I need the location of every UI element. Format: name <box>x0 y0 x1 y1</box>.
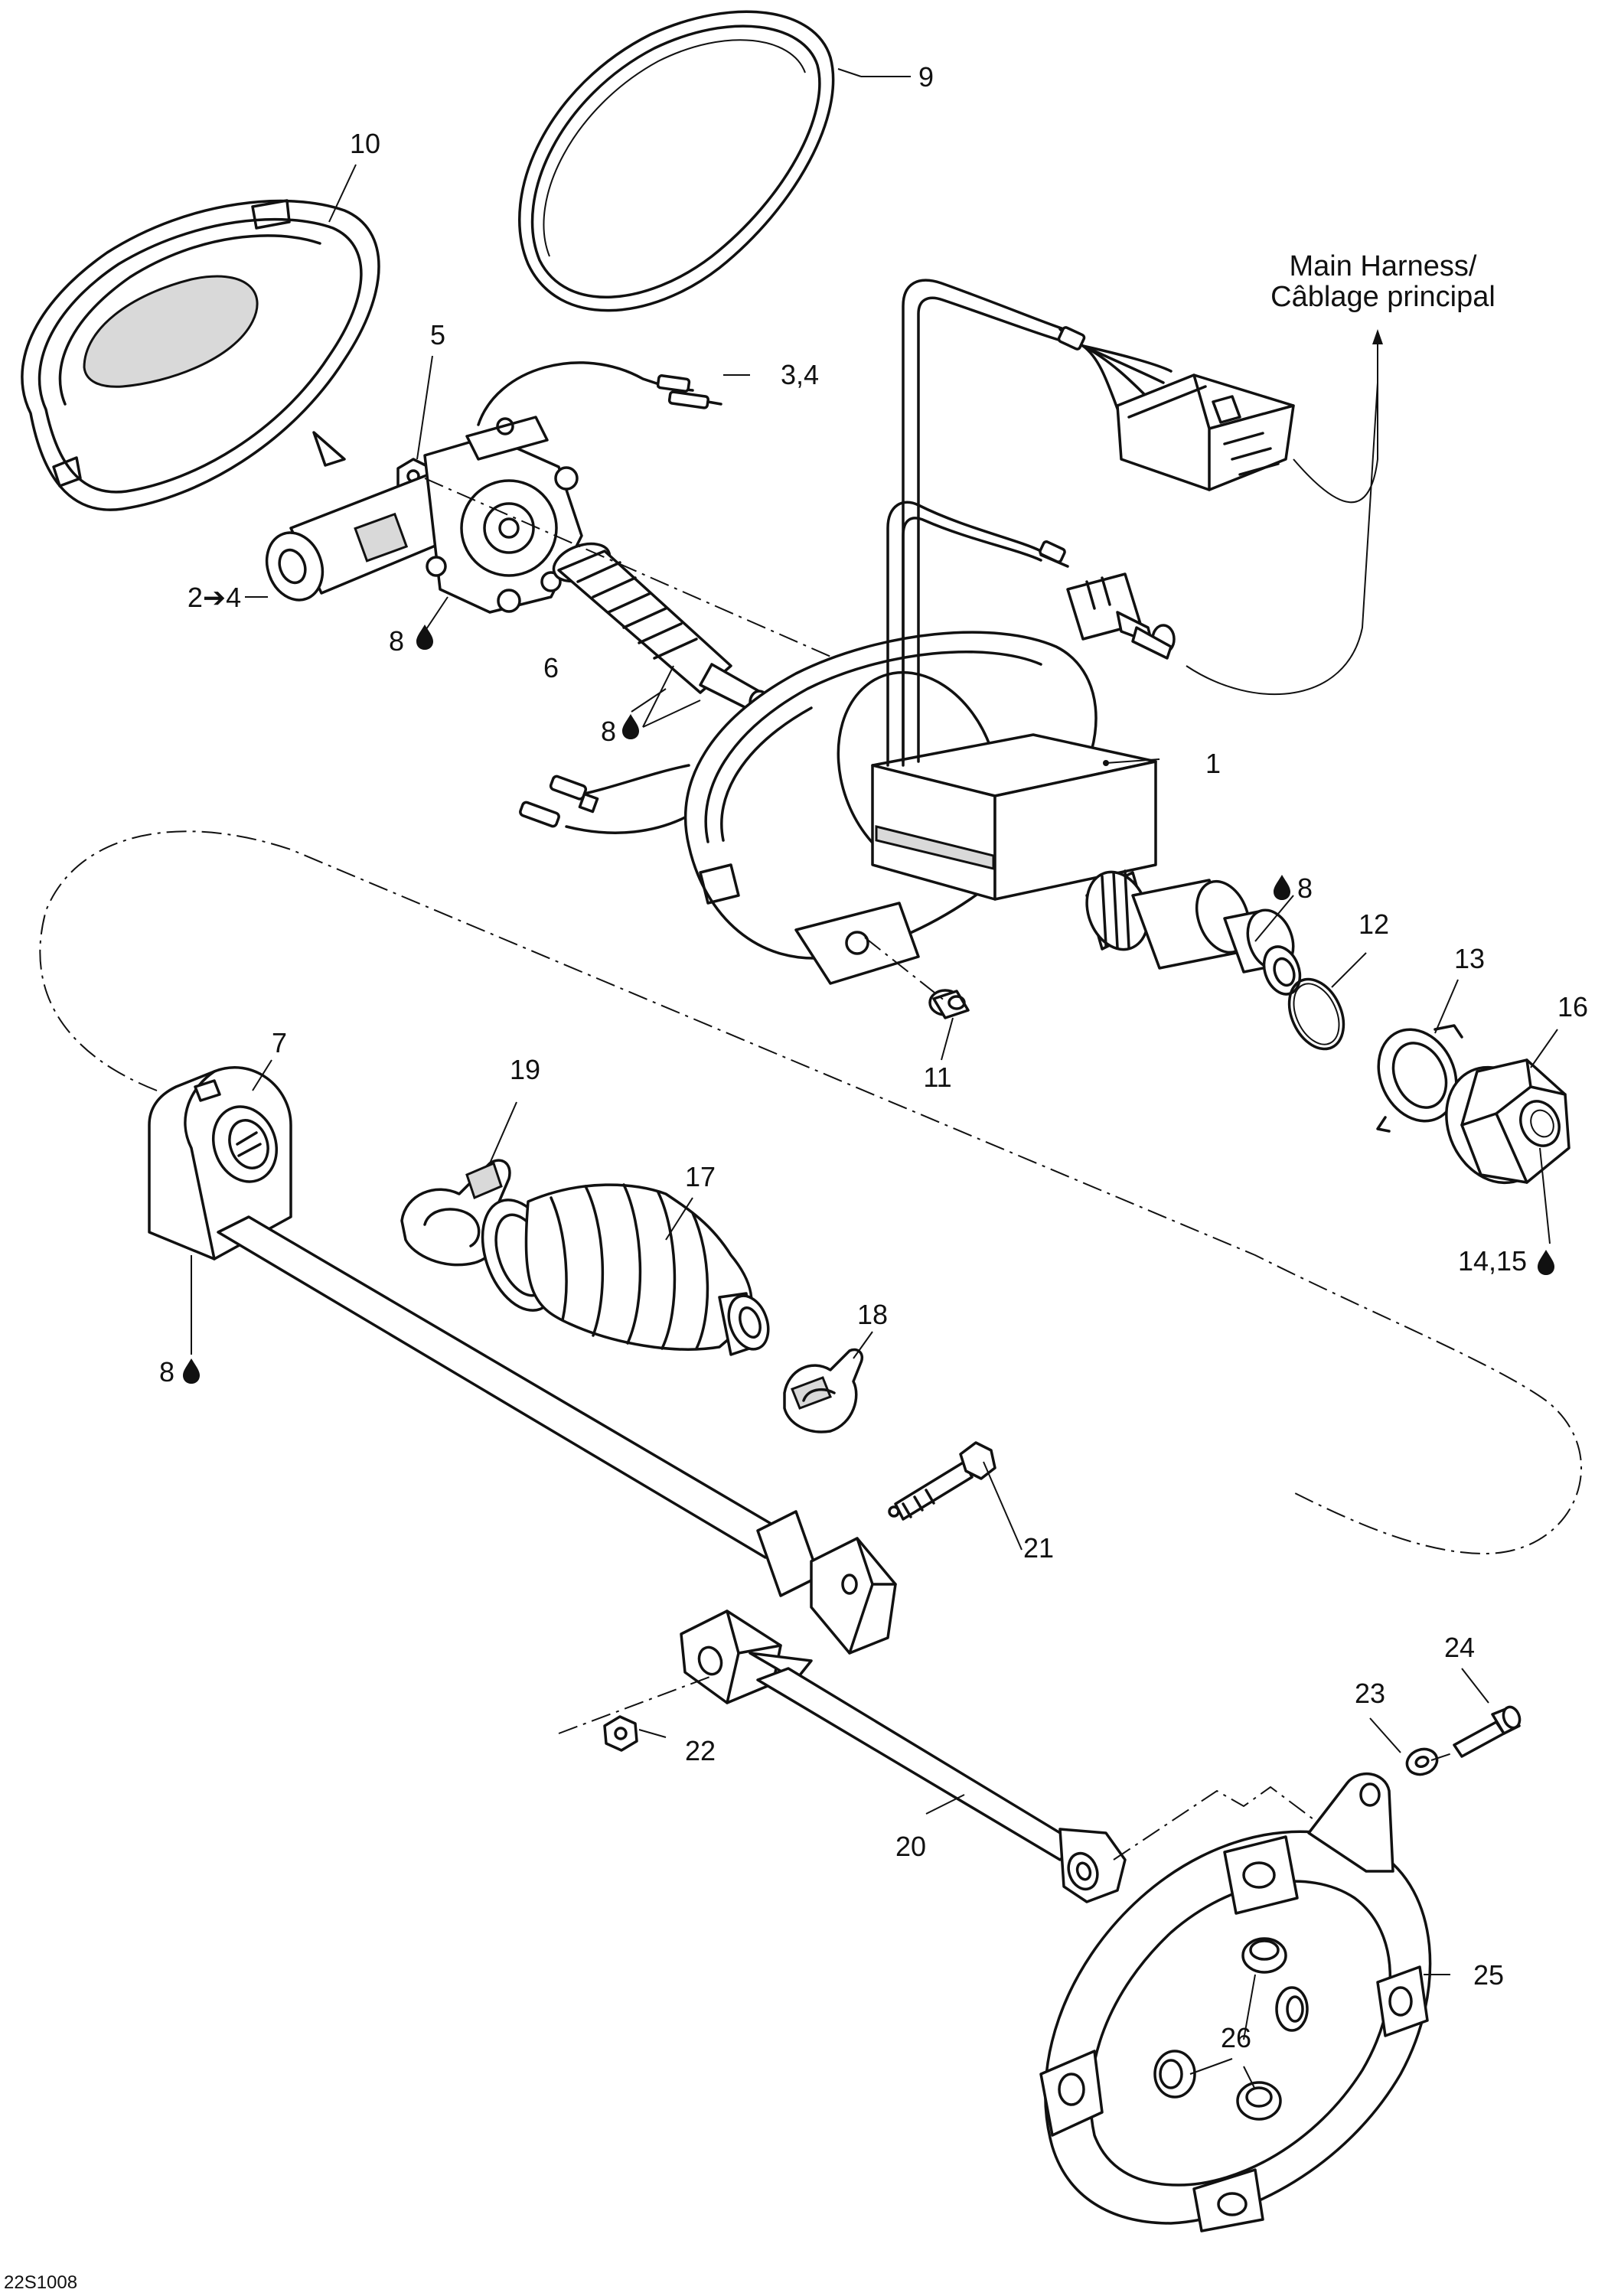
oil-drop-icon <box>183 1358 200 1384</box>
part-24-screw <box>1453 1705 1522 1758</box>
housing-left-wires <box>519 764 698 834</box>
label-part-7: 7 <box>272 1027 287 1058</box>
label-part-13: 13 <box>1454 943 1485 974</box>
label-part-14-15: 14,15 <box>1458 1245 1527 1277</box>
part-23-washer <box>1405 1747 1439 1776</box>
assembly-lines <box>39 478 1583 1861</box>
leader-lines <box>191 68 1558 2090</box>
part-18-clamp <box>783 1348 863 1433</box>
harness-label-line-1: Main Harness/ <box>1290 250 1477 282</box>
figure-code: 22S1008 <box>4 2272 77 2293</box>
label-part-8-yoke: 8 <box>159 1356 174 1388</box>
label-part-24: 24 <box>1444 1632 1475 1663</box>
label-part-23: 23 <box>1355 1678 1385 1709</box>
part-11-plug <box>928 989 970 1019</box>
small-connector <box>1039 540 1176 660</box>
label-part-8-shaft: 8 <box>1297 872 1313 904</box>
part-7-yoke-shaft <box>148 1066 897 1655</box>
label-part-20: 20 <box>895 1831 926 1862</box>
part-17-boot <box>481 1183 770 1356</box>
label-part-12: 12 <box>1358 908 1389 940</box>
part-12-o-ring <box>1287 977 1345 1051</box>
part-25-bracket <box>1039 1772 1432 2232</box>
oil-drop-icon <box>1274 875 1290 900</box>
part-1-housing <box>684 279 1302 996</box>
part-20-rod <box>680 1609 1127 1903</box>
label-part-10: 10 <box>350 128 380 159</box>
label-part-17: 17 <box>685 1161 716 1192</box>
main-harness-connector <box>1057 326 1295 491</box>
label-part-19: 19 <box>510 1054 540 1085</box>
part-22-nut <box>603 1715 638 1752</box>
label-part-16: 16 <box>1557 991 1588 1022</box>
part-13-lock-washer <box>1376 1024 1463 1133</box>
oil-drop-icon <box>622 714 639 739</box>
label-part-26: 26 <box>1221 2022 1251 2053</box>
part-6-worm-gear <box>552 542 770 716</box>
label-part-2-4: 2➔4 <box>188 582 241 613</box>
label-part-11: 11 <box>923 1062 951 1093</box>
label-part-5: 5 <box>430 319 445 351</box>
part-2-4-motor <box>265 416 583 614</box>
harness-routing-lines <box>1186 329 1383 696</box>
label-part-21: 21 <box>1023 1532 1054 1564</box>
part-3-4-wires <box>477 361 722 426</box>
part-21-bolt <box>888 1441 996 1521</box>
label-part-25: 25 <box>1473 1959 1504 1991</box>
label-part-8-motor: 8 <box>389 625 404 657</box>
part-9-gasket <box>518 10 835 312</box>
label-part-9: 9 <box>918 61 934 93</box>
part-16-nut <box>1445 1058 1570 1185</box>
label-part-6: 6 <box>543 652 559 683</box>
label-part-22: 22 <box>685 1735 716 1766</box>
label-part-3-4: 3,4 <box>781 359 819 390</box>
label-part-18: 18 <box>857 1299 888 1330</box>
oil-drop-icon <box>1538 1250 1554 1275</box>
label-part-1: 1 <box>1205 748 1221 779</box>
oil-drop-icon <box>416 625 433 650</box>
label-part-8-worm: 8 <box>601 716 616 747</box>
harness-label-line-2: Câblage principal <box>1270 281 1495 313</box>
part-10-cover <box>21 199 380 511</box>
